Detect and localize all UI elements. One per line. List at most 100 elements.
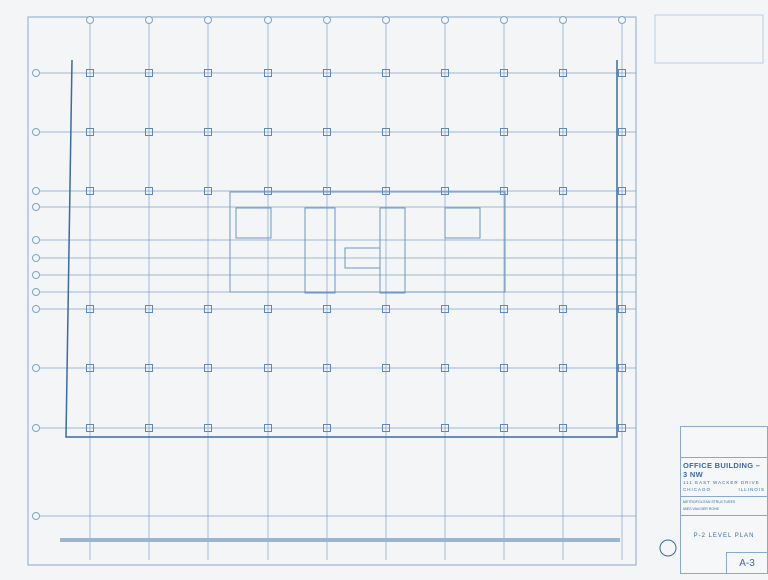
column <box>264 424 272 432</box>
column <box>204 364 212 372</box>
grid-bubble <box>264 16 272 24</box>
column <box>382 128 390 136</box>
grid-bubble <box>32 203 40 211</box>
column <box>559 128 567 136</box>
state: ILLINOIS <box>738 487 765 492</box>
column <box>441 128 449 136</box>
address-city: CHICAGO ILLINOIS <box>681 486 767 493</box>
column <box>323 424 331 432</box>
column <box>441 69 449 77</box>
room <box>344 247 381 269</box>
column <box>382 69 390 77</box>
column <box>323 69 331 77</box>
column <box>145 364 153 372</box>
column <box>264 187 272 195</box>
elevator-shaft <box>379 207 406 294</box>
column <box>145 305 153 313</box>
grid-bubble <box>32 288 40 296</box>
grid-bubble <box>618 16 626 24</box>
column <box>382 424 390 432</box>
grid-bubble <box>32 305 40 313</box>
column <box>618 187 626 195</box>
column <box>441 305 449 313</box>
column <box>323 187 331 195</box>
column-grid <box>32 16 636 560</box>
grid-bubble <box>32 69 40 77</box>
sheet-number: A-3 <box>726 552 767 573</box>
grid-bubble <box>32 187 40 195</box>
column <box>204 69 212 77</box>
credit-line: MIES VAN DER ROHE <box>683 507 719 511</box>
column <box>86 187 94 195</box>
column <box>145 128 153 136</box>
credit-line: METROPOLITAN STRUCTURES <box>683 500 736 504</box>
grid-bubble <box>32 364 40 372</box>
column <box>323 305 331 313</box>
column <box>86 424 94 432</box>
column <box>618 305 626 313</box>
grid-bubble <box>32 512 40 520</box>
column <box>86 69 94 77</box>
column <box>559 424 567 432</box>
grid-bubble <box>382 16 390 24</box>
stair <box>235 207 272 239</box>
column <box>441 424 449 432</box>
column <box>559 364 567 372</box>
column <box>145 69 153 77</box>
column <box>441 364 449 372</box>
column <box>204 128 212 136</box>
elevator-shaft <box>304 207 336 294</box>
city: CHICAGO <box>683 487 712 492</box>
column <box>323 128 331 136</box>
street: 111 EAST WACKER DRIVE <box>683 480 760 485</box>
column <box>500 69 508 77</box>
column <box>559 187 567 195</box>
core-outline <box>229 191 506 293</box>
column <box>264 128 272 136</box>
column <box>618 69 626 77</box>
column <box>500 305 508 313</box>
grid-bubble <box>32 236 40 244</box>
column <box>264 69 272 77</box>
project-title: OFFICE BUILDING – 3 NW <box>683 461 761 479</box>
column <box>559 305 567 313</box>
column <box>204 187 212 195</box>
stair <box>444 207 481 239</box>
column <box>204 424 212 432</box>
grid-bubble <box>32 271 40 279</box>
grid-bubble <box>204 16 212 24</box>
column <box>500 364 508 372</box>
column <box>264 364 272 372</box>
slab-edge <box>65 59 618 438</box>
column <box>86 305 94 313</box>
column <box>618 424 626 432</box>
grid-bubble <box>500 16 508 24</box>
grid-bubble <box>32 254 40 262</box>
column <box>323 364 331 372</box>
grid-bubble <box>145 16 153 24</box>
grid-bubble <box>86 16 94 24</box>
column <box>618 128 626 136</box>
sheet-title: P-2 LEVEL PLAN <box>681 515 767 556</box>
column <box>264 305 272 313</box>
address-street: 111 EAST WACKER DRIVE <box>681 479 767 486</box>
column <box>145 187 153 195</box>
column <box>500 424 508 432</box>
building-core <box>229 191 506 294</box>
grid-bubble <box>32 128 40 136</box>
column <box>500 187 508 195</box>
column <box>559 69 567 77</box>
column <box>86 364 94 372</box>
grid-bubble <box>559 16 567 24</box>
column <box>204 305 212 313</box>
column <box>382 364 390 372</box>
grid-bubble <box>441 16 449 24</box>
revision-table <box>681 427 767 458</box>
column <box>382 305 390 313</box>
north-arrow-icon <box>659 539 677 557</box>
grid-bubble <box>32 424 40 432</box>
column <box>441 187 449 195</box>
drawing-border <box>27 16 637 566</box>
credits: METROPOLITAN STRUCTURES MIES VAN DER ROH… <box>681 496 767 515</box>
